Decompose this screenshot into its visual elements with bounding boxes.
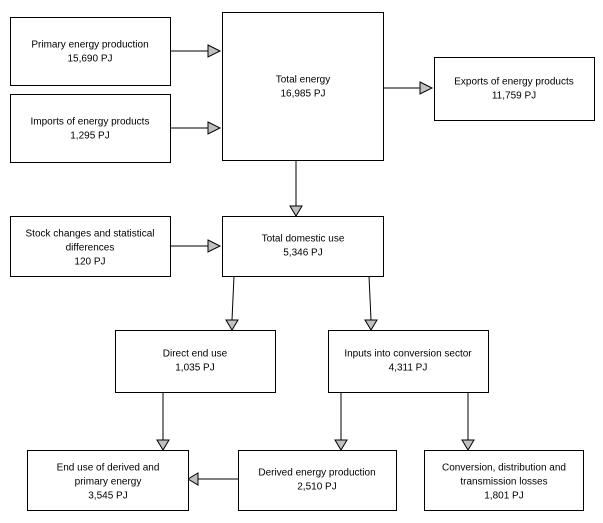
line-domestic-to-conversion: [368, 275, 372, 321]
arrow-head-right-exports: [419, 81, 434, 95]
line-domestic-to-direct: [231, 275, 235, 321]
node-conversion-distribution-losses[interactable]: Conversion, distribution and transmissio…: [424, 450, 584, 511]
node-value: 1,801 PJ: [484, 491, 523, 502]
node-end-use-of-derived-and-primary-energy[interactable]: End use of derived and primary energy 3,…: [27, 450, 189, 511]
arrow-head-down-enduse: [156, 439, 170, 451]
node-value: 3,545 PJ: [88, 491, 127, 502]
node-inputs-into-conversion-sector[interactable]: Inputs into conversion sector 4,311 PJ: [328, 330, 489, 393]
node-total-domestic-use[interactable]: Total domestic use 5,346 PJ: [222, 216, 384, 277]
arrow-head-right-imports: [207, 121, 222, 135]
node-box[interactable]: [222, 12, 384, 161]
node-value: 2,510 PJ: [297, 482, 336, 493]
node-label-line1: End use of derived and: [57, 463, 160, 474]
arrow-head-down-direct: [225, 319, 239, 331]
arrow-head-right-primary: [207, 44, 222, 58]
node-value: 11,759 PJ: [492, 91, 536, 102]
node-label-line1: Conversion, distribution and: [442, 463, 566, 474]
node-label-line2: differences: [66, 243, 115, 254]
node-box[interactable]: [10, 17, 171, 86]
node-stock-changes[interactable]: Stock changes and statistical difference…: [10, 216, 171, 277]
node-exports-of-energy-products[interactable]: Exports of energy products 11,759 PJ: [434, 57, 595, 121]
arrow-head-right-stock: [207, 239, 222, 253]
arrow-head-left-enduse: [187, 472, 199, 486]
node-derived-energy-production[interactable]: Derived energy production 2,510 PJ: [238, 450, 397, 511]
node-label: Exports of energy products: [454, 77, 574, 88]
node-box[interactable]: [27, 450, 189, 511]
node-box[interactable]: [10, 216, 171, 277]
node-label: Primary energy production: [31, 40, 148, 51]
node-value: 120 PJ: [74, 257, 105, 268]
node-box[interactable]: [328, 330, 489, 393]
node-label: Total domestic use: [262, 234, 345, 245]
node-value: 1,295 PJ: [70, 131, 109, 142]
node-box[interactable]: [434, 57, 595, 121]
node-label-line2: primary energy: [75, 477, 142, 488]
node-box[interactable]: [238, 450, 397, 511]
arrow-head-down-conversion: [364, 319, 378, 331]
node-label: Direct end use: [163, 349, 228, 360]
node-value: 15,690 PJ: [67, 54, 112, 65]
node-value: 4,311 PJ: [389, 363, 428, 374]
node-value: 1,035 PJ: [175, 363, 214, 374]
node-label: Derived energy production: [258, 468, 375, 479]
arrow-head-down-domestic: [289, 205, 303, 217]
node-box[interactable]: [222, 216, 384, 277]
connector-lines: [162, 50, 469, 480]
node-label-line2: transmission losses: [460, 477, 547, 488]
arrow-head-down-derived: [334, 439, 348, 451]
node-primary-energy-production[interactable]: Primary energy production 15,690 PJ: [10, 17, 171, 86]
node-total-energy[interactable]: Total energy 16,985 PJ: [222, 12, 384, 161]
node-box[interactable]: [115, 330, 276, 393]
node-box[interactable]: [424, 450, 584, 511]
arrow-heads: [156, 44, 475, 486]
node-value: 16,985 PJ: [280, 89, 325, 100]
node-box[interactable]: [10, 94, 171, 163]
node-value: 5,346 PJ: [283, 248, 322, 259]
node-label: Imports of energy products: [31, 117, 150, 128]
node-direct-end-use[interactable]: Direct end use 1,035 PJ: [115, 330, 276, 393]
node-imports-of-energy-products[interactable]: Imports of energy products 1,295 PJ: [10, 94, 171, 163]
node-label: Total energy: [276, 75, 330, 86]
node-label: Inputs into conversion sector: [344, 349, 472, 360]
node-label-line1: Stock changes and statistical: [26, 229, 155, 240]
arrow-head-down-losses: [461, 439, 475, 451]
